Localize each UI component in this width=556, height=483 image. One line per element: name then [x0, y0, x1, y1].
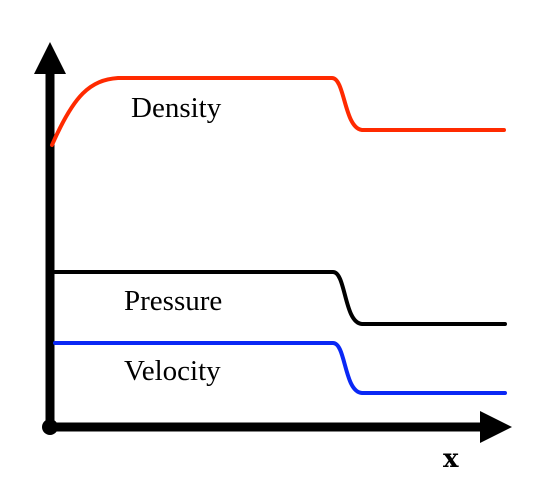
velocity-curve — [53, 341, 507, 395]
density-label: Density — [131, 92, 222, 124]
y-axis-arrowhead — [34, 42, 66, 74]
pressure-label: Pressure — [124, 285, 222, 317]
density-curve — [50, 76, 506, 147]
axes: x — [34, 42, 512, 474]
x-axis-arrowhead — [480, 411, 512, 443]
pressure-curve — [53, 270, 507, 326]
origin-dot — [42, 419, 58, 435]
x-axis-label: x — [443, 444, 459, 474]
velocity-label: Velocity — [124, 355, 221, 387]
